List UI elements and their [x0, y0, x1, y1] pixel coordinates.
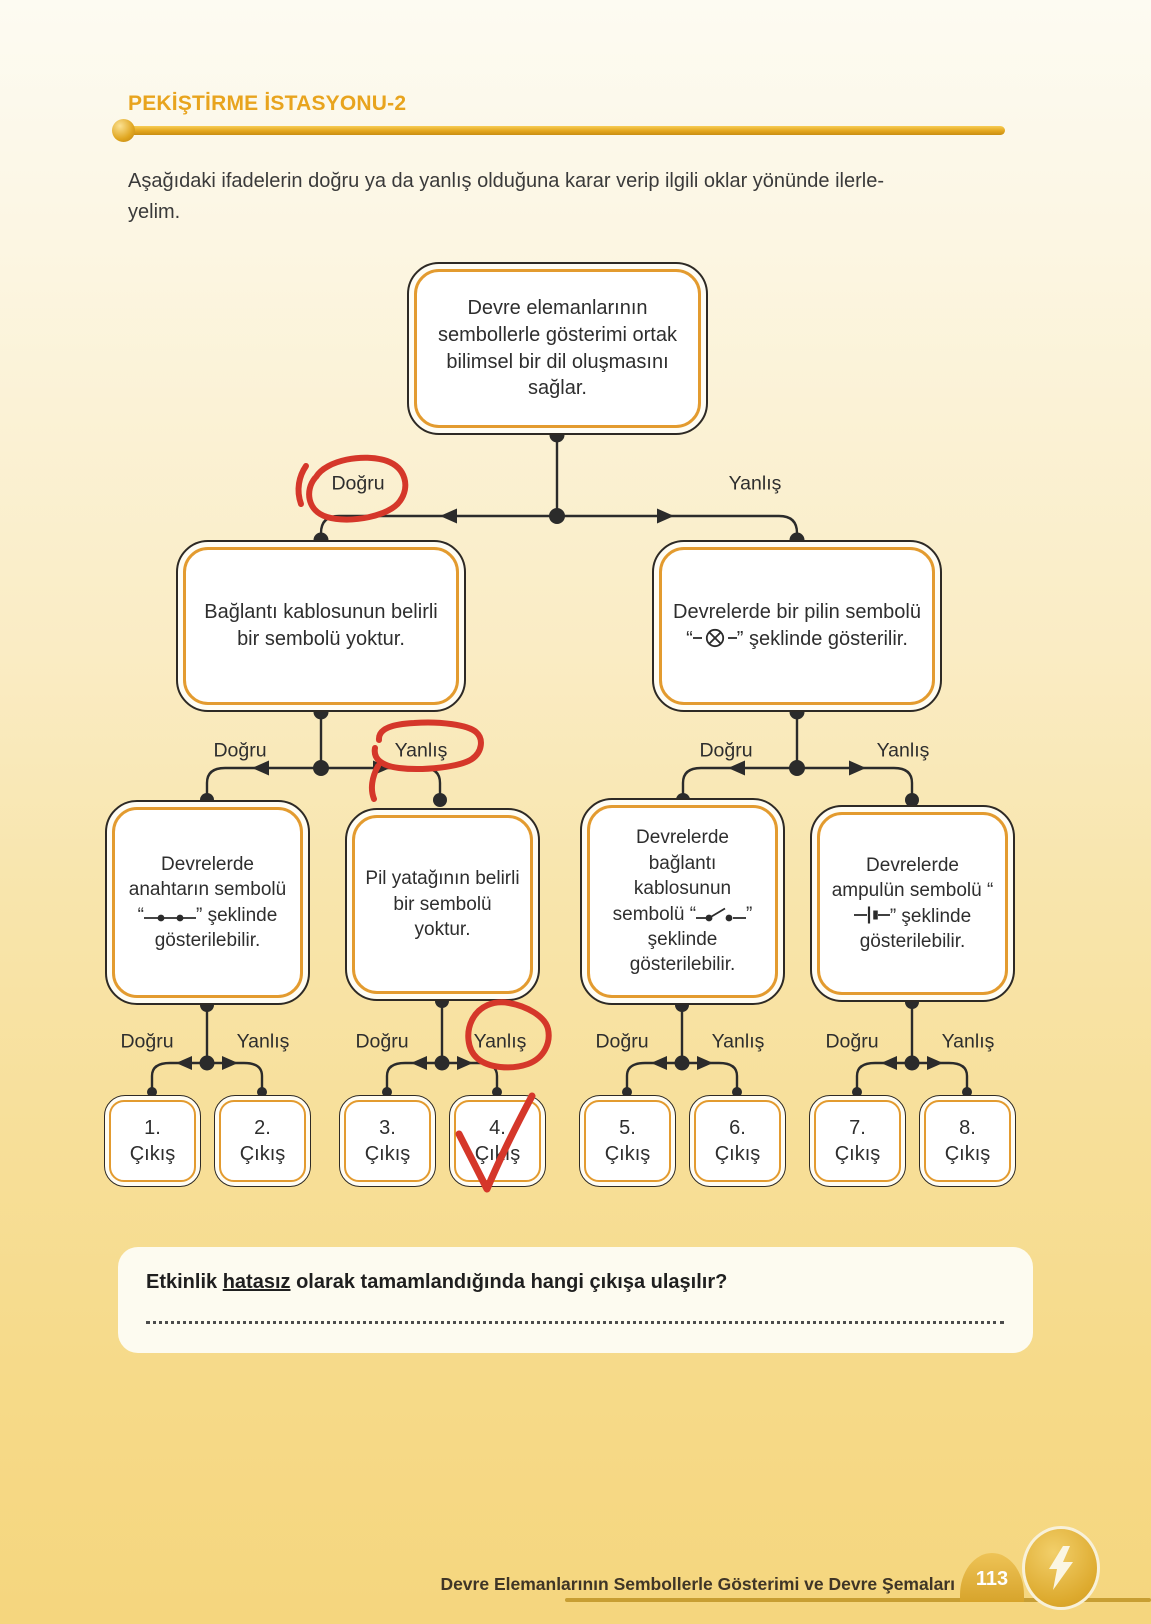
- switch-node-text-after: ” şeklinde gösterilebilir.: [154, 904, 278, 951]
- label-dogru-group4: Doğru: [825, 1030, 879, 1053]
- question-suffix: olarak tamamlandığında hangi çıkışa ulaş…: [290, 1271, 728, 1293]
- red-circle-dogru-level1: [306, 454, 409, 523]
- output-3-label: Çıkış: [364, 1143, 411, 1165]
- flow-node-battery-symbol-text: Devrelerde bir pilin sembolü “” şeklinde…: [672, 599, 922, 652]
- closed-switch-symbol-icon: [144, 912, 196, 924]
- output-5-number: 5.: [619, 1117, 636, 1139]
- instruction-line-1: Aşağıdaki ifadelerin doğru ya da yanlış …: [128, 170, 884, 192]
- instruction-line-2: yelim.: [128, 201, 181, 223]
- label-dogru-level1: Doğru: [331, 472, 385, 495]
- instruction-text: Aşağıdaki ifadelerin doğru ya da yanlış …: [128, 166, 1033, 228]
- footer-divider-line: [565, 1598, 1151, 1602]
- output-box-7: 7. Çıkış: [809, 1095, 906, 1187]
- output-6-label: Çıkış: [714, 1143, 761, 1165]
- label-yanlis-level2-right: Yanlış: [876, 739, 930, 762]
- connector-lines: [150, 435, 969, 1089]
- question-underlined-word: hatasız: [222, 1271, 291, 1293]
- flow-node-battery-holder-text: Pil yatağının belirli bir sembolü yoktur…: [365, 868, 520, 941]
- bulb-node-text-after: ” şeklinde gösterilebilir.: [859, 905, 972, 952]
- output-box-6: 6. Çıkış: [689, 1095, 786, 1187]
- answer-dotted-line: [146, 1311, 1004, 1324]
- battery-node-text-before: Devrelerde bir pilin sembolü “: [673, 601, 921, 650]
- flow-node-cable-symbol: Devrelerde bağlantı kablosunun sembolü “…: [580, 798, 785, 1005]
- question-text: Etkinlik hatasız olarak tamamlandığında …: [146, 1271, 727, 1294]
- footer-chapter-title: Devre Elemanlarının Sembollerle Gösterim…: [440, 1574, 955, 1594]
- output-1-label: Çıkış: [129, 1143, 176, 1165]
- red-circle-dogru-level1-tail: [295, 463, 309, 507]
- cable-node-text-before: Devrelerde bağlantı kablosunun sembolü “: [612, 827, 732, 925]
- flow-node-battery-symbol: Devrelerde bir pilin sembolü “” şeklinde…: [652, 540, 942, 712]
- output-5-label: Çıkış: [604, 1143, 651, 1165]
- label-yanlis-group4: Yanlış: [941, 1030, 995, 1053]
- output-box-3: 3. Çıkış: [339, 1095, 436, 1187]
- flow-node-root-text: Devre elemanlarının sembollerle gösterim…: [438, 297, 677, 400]
- red-circle-yanlis-level2: [371, 719, 484, 772]
- flow-node-bulb-symbol-text: Devrelerde ampulün sembolü “” şeklinde g…: [830, 853, 995, 955]
- open-switch-symbol-icon: [696, 905, 747, 923]
- label-dogru-group1: Doğru: [120, 1030, 174, 1053]
- lightning-bolt-icon: [1044, 1545, 1078, 1591]
- flow-node-cable-no-symbol: Bağlantı kablosunun belirli bir sembolü …: [176, 540, 466, 712]
- page-title: PEKİŞTİRME İSTASYONU-2: [128, 92, 407, 115]
- label-dogru-group2: Doğru: [355, 1030, 409, 1053]
- title-divider-bar: [120, 126, 1005, 135]
- bulb-node-text-before: Devrelerde ampulün sembolü “: [831, 854, 994, 902]
- output-box-5: 5. Çıkış: [579, 1095, 676, 1187]
- output-box-1: 1. Çıkış: [104, 1095, 201, 1187]
- output-box-2: 2. Çıkış: [214, 1095, 311, 1187]
- battery-symbol-icon: [853, 905, 890, 925]
- label-yanlis-level2-left: Yanlış: [394, 739, 448, 762]
- flow-node-battery-holder: Pil yatağının belirli bir sembolü yoktur…: [345, 808, 540, 1001]
- flow-node-bulb-symbol: Devrelerde ampulün sembolü “” şeklinde g…: [810, 805, 1015, 1002]
- output-7-number: 7.: [849, 1117, 866, 1139]
- label-yanlis-level1: Yanlış: [728, 472, 782, 495]
- lamp-circle-x-symbol-icon: [692, 628, 737, 648]
- label-yanlis-group2: Yanlış: [473, 1030, 527, 1053]
- output-2-label: Çıkış: [239, 1143, 286, 1165]
- output-7-label: Çıkış: [834, 1143, 881, 1165]
- output-8-label: Çıkış: [944, 1143, 991, 1165]
- flow-node-cable-no-symbol-text: Bağlantı kablosunun belirli bir sembolü …: [204, 601, 438, 650]
- flow-node-switch-symbol: Devrelerde anahtarın sembolü “” şeklinde…: [105, 800, 310, 1005]
- label-yanlis-group3: Yanlış: [711, 1030, 765, 1053]
- red-circle-yanlis-level3: [465, 999, 552, 1071]
- arrowhead-icons: [176, 508, 943, 1070]
- flow-node-root: Devre elemanlarının sembollerle gösterim…: [407, 262, 708, 435]
- switch-node-text-before: Devrelerde anahtarın sembolü “: [128, 853, 287, 926]
- flow-node-switch-symbol-text: Devrelerde anahtarın sembolü “” şeklinde…: [125, 852, 290, 954]
- label-dogru-level2-left: Doğru: [213, 739, 267, 762]
- output-8-number: 8.: [959, 1117, 976, 1139]
- label-dogru-level2-right: Doğru: [699, 739, 753, 762]
- question-prefix: Etkinlik: [146, 1271, 223, 1293]
- output-2-number: 2.: [254, 1117, 271, 1139]
- output-4-number: 4.: [489, 1117, 506, 1139]
- title-divider-ball: [112, 119, 135, 142]
- output-6-number: 6.: [729, 1117, 746, 1139]
- red-checkmark-output4: [455, 1092, 536, 1193]
- lightning-badge: [1022, 1526, 1100, 1610]
- battery-node-text-after: ” şeklinde gösterilir.: [736, 628, 908, 650]
- question-box: Etkinlik hatasız olarak tamamlandığında …: [118, 1247, 1033, 1353]
- output-box-8: 8. Çıkış: [919, 1095, 1016, 1187]
- label-yanlis-group1: Yanlış: [236, 1030, 290, 1053]
- red-circle-yanlis-level2-tail: [368, 763, 381, 802]
- flow-node-cable-symbol-text: Devrelerde bağlantı kablosunun sembolü “…: [600, 825, 765, 978]
- cable-node-text-after: ” şeklinde gösterilebilir.: [629, 903, 753, 976]
- output-3-number: 3.: [379, 1117, 396, 1139]
- label-dogru-group3: Doğru: [595, 1030, 649, 1053]
- output-1-number: 1.: [144, 1117, 161, 1139]
